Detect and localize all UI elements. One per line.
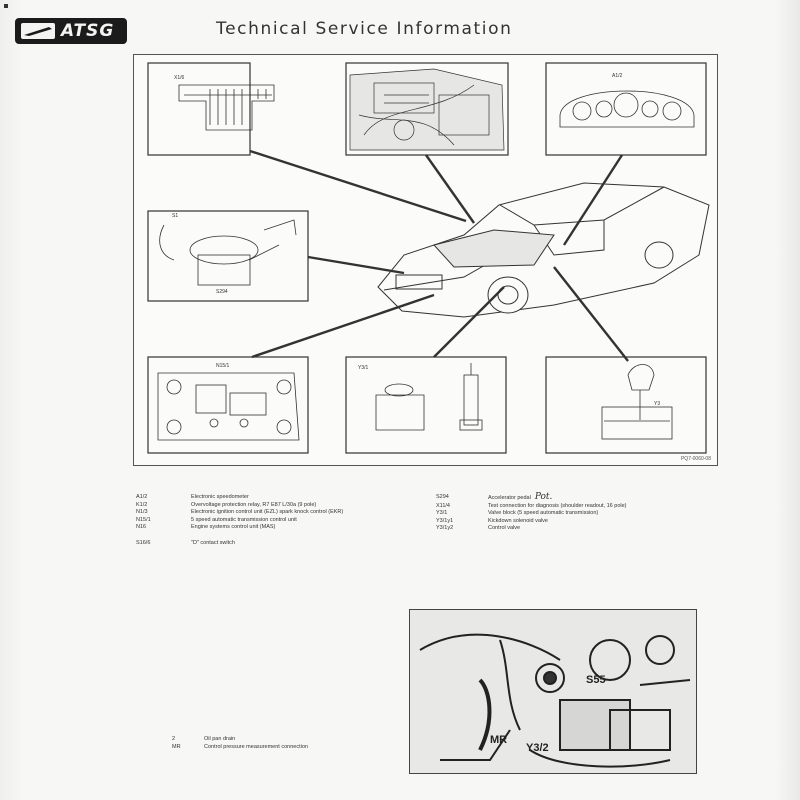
legend-row: N16 Engine systems control unit (MAS)	[136, 524, 421, 532]
legend-row: S16/6 "D" contact switch	[136, 540, 421, 548]
legend-desc-text: Electronic speedometer	[191, 494, 249, 500]
legend-desc-text: Valve block (5 speed automatic transmiss…	[488, 510, 599, 517]
legend-desc-text: Oil pan drain	[204, 736, 236, 742]
legend-row: Y3/1y1 Kickdown solenoid valve	[436, 518, 713, 526]
legend-code: Y3/1	[436, 510, 448, 517]
legend-code: MR	[172, 743, 181, 750]
legend-code: S294	[436, 494, 449, 500]
atsg-logo: ATSG	[15, 18, 127, 44]
callout-a1: A1/2	[612, 73, 623, 79]
legend-desc: 5 speed automatic transmission control u…	[191, 517, 421, 525]
legend-desc-text: Accelerator pedal	[488, 495, 531, 501]
diagram-drawing: X1/6 A1/2 S1 S294 N15/1 Y3/1 Y3	[147, 62, 710, 454]
photo-label-a: S55	[586, 674, 606, 686]
figure-code: PQ7-0060-08	[680, 456, 711, 462]
legend-desc-text: Control valve	[488, 525, 521, 532]
callout-s2: S294	[216, 289, 228, 295]
legend-desc-text: Engine systems control unit (MAS)	[191, 524, 276, 531]
component-location-diagram: X1/6 A1/2 S1 S294 N15/1 Y3/1 Y3 PQ7-0060…	[133, 54, 718, 466]
legend-code: N1/3	[136, 509, 148, 516]
legend-desc: Valve block (5 speed automatic transmiss…	[488, 510, 713, 518]
legend-desc: Kickdown solenoid valve	[488, 518, 713, 526]
legend-desc-text: Kickdown solenoid valve	[488, 517, 548, 524]
legend-code: A1/2	[136, 494, 148, 500]
callout-y1: Y3/1	[358, 365, 369, 371]
legend-desc: Electronic speedometer	[191, 494, 421, 502]
legend-row: 2 Oil pan drain	[172, 736, 419, 744]
legend-row: Y3/1y2 Control valve	[436, 525, 713, 533]
photo-label-b: MR	[490, 734, 508, 746]
legend-desc-text: 5 speed automatic transmission control u…	[191, 516, 297, 523]
transmission-photo: S55 MR Y3/2	[409, 609, 697, 774]
legend-row: X11/4 Test connection for diagnosis (shou…	[436, 503, 713, 511]
page-title: Technical Service Information	[216, 19, 513, 39]
legend-row: N15/1 5 speed automatic transmission cont…	[136, 517, 421, 525]
legend-code: N16	[136, 524, 147, 531]
legend-desc: "D" contact switch	[191, 540, 421, 548]
legend-desc-text: Control pressure measurement connection	[204, 743, 308, 750]
legend-row: Y3/1 Valve block (5 speed automatic trans…	[436, 510, 713, 518]
legend-desc-text: Test connection for diagnosis (shoulder …	[488, 502, 627, 509]
callout-y2: Y3	[654, 401, 660, 407]
handwritten-note: Pot.	[534, 492, 553, 502]
legend-code: Y3/1y2	[436, 525, 454, 532]
legend-desc-text: "D" contact switch	[191, 539, 235, 546]
legend-row: K1/2 Overvoltage protection relay, R7 E87…	[136, 502, 421, 510]
legend-code: N15/1	[136, 516, 151, 523]
legend-desc: Overvoltage protection relay, R7 E87 L/3…	[191, 502, 421, 510]
legend-desc-text: Electronic ignition control unit (EZL) s…	[191, 509, 344, 516]
legend-code: K1/2	[136, 501, 148, 508]
legend-code: Y3/1y1	[436, 517, 454, 524]
legend-desc: Control pressure measurement connection	[204, 744, 419, 752]
legend-desc: Engine systems control unit (MAS)	[191, 524, 421, 532]
legend-desc: Control valve	[488, 525, 713, 533]
logo-emblem-icon	[21, 23, 55, 39]
legend-row: A1/2 Electronic speedometer	[136, 494, 421, 502]
legend-desc: Test connection for diagnosis (shoulder …	[488, 503, 713, 511]
logo-text: ATSG	[61, 21, 115, 41]
callout-s1: S1	[172, 213, 178, 219]
legend-desc: Electronic ignition control unit (EZL) s…	[191, 509, 421, 517]
legend-code: S16/6	[136, 539, 151, 546]
photo-label-c: Y3/2	[526, 742, 549, 754]
legend-code: 2	[172, 736, 176, 742]
legend-code: X11/4	[436, 502, 450, 509]
legend-row: MR Control pressure measurement connectio…	[172, 744, 419, 752]
callout-x1: X1/6	[174, 75, 185, 81]
callout-n15: N15/1	[216, 363, 230, 369]
legend-row: N1/3 Electronic ignition control unit (EZ…	[136, 509, 421, 517]
photo-drawing	[410, 610, 696, 773]
corner-mark	[4, 4, 8, 8]
legend-desc-text: Overvoltage protection relay, R7 E87 L/3…	[191, 501, 317, 508]
legend-desc: Oil pan drain	[204, 736, 419, 744]
